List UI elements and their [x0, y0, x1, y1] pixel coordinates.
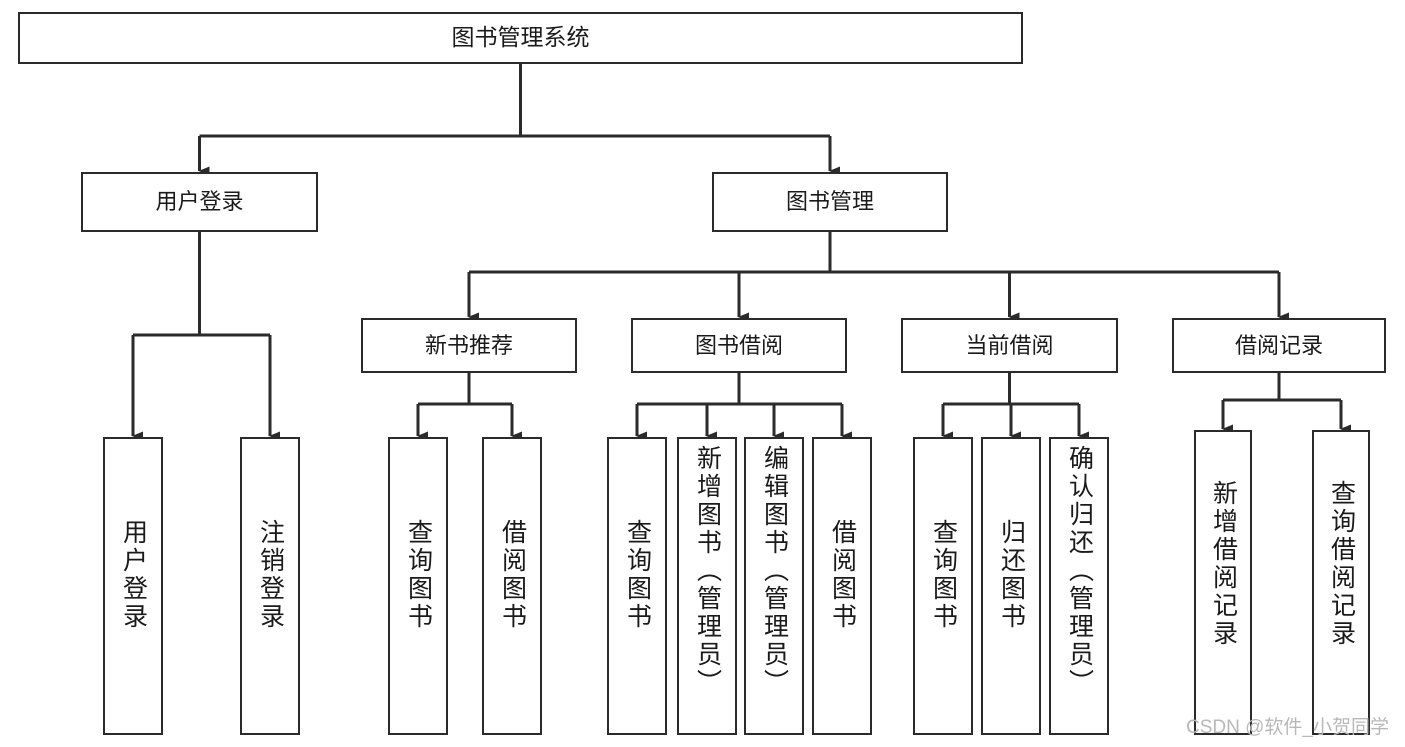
node-label: 借阅图书	[498, 519, 527, 631]
node-new-book-recommend[interactable]: 新书推荐	[361, 318, 577, 373]
node-book-borrow[interactable]: 图书借阅	[631, 318, 847, 373]
node-leaf-query-record[interactable]: 查询借阅记录	[1312, 430, 1370, 735]
node-root[interactable]: 图书管理系统	[18, 12, 1023, 64]
node-current-borrow[interactable]: 当前借阅	[901, 318, 1118, 373]
node-user-login[interactable]: 用户登录	[81, 172, 318, 232]
node-label: 编辑图书（管理员）	[760, 445, 789, 697]
node-leaf-query-book-new[interactable]: 查询图书	[388, 437, 448, 735]
node-label: 新增图书（管理员）	[693, 445, 722, 697]
node-leaf-logout[interactable]: 注销登录	[240, 437, 300, 735]
node-label: 查询图书	[929, 519, 958, 631]
node-leaf-add-record[interactable]: 新增借阅记录	[1194, 430, 1252, 735]
node-book-management[interactable]: 图书管理	[712, 172, 948, 232]
node-label: 确认归还（管理员）	[1065, 445, 1094, 697]
node-borrow-record[interactable]: 借阅记录	[1172, 318, 1386, 373]
node-label: 新书推荐	[424, 332, 513, 358]
node-label: 注销登录	[256, 519, 285, 631]
node-label: 借阅图书	[828, 519, 857, 631]
node-label: 图书管理	[785, 189, 874, 215]
node-label: 借阅记录	[1234, 332, 1323, 358]
node-label: 用户登录	[119, 519, 148, 631]
node-leaf-confirm-return[interactable]: 确认归还（管理员）	[1049, 437, 1109, 735]
node-label: 归还图书	[997, 519, 1026, 631]
node-leaf-add-book[interactable]: 新增图书（管理员）	[677, 437, 737, 735]
node-label: 图书管理系统	[451, 24, 590, 51]
node-leaf-borrow-book-new[interactable]: 借阅图书	[482, 437, 542, 735]
node-leaf-edit-book[interactable]: 编辑图书（管理员）	[744, 437, 804, 735]
node-leaf-query-book-current[interactable]: 查询图书	[913, 437, 973, 735]
node-label: 新增借阅记录	[1209, 480, 1238, 648]
node-label: 查询借阅记录	[1327, 480, 1356, 648]
node-leaf-query-book-borrow[interactable]: 查询图书	[607, 437, 667, 735]
node-label: 查询图书	[623, 519, 652, 631]
node-leaf-return-book[interactable]: 归还图书	[981, 437, 1041, 735]
csdn-watermark: CSDN @软件_小贺同学	[1186, 717, 1389, 738]
node-label: 查询图书	[404, 519, 433, 631]
node-label: 图书借阅	[694, 332, 783, 358]
node-label: 当前借阅	[965, 332, 1054, 358]
node-leaf-borrow-book[interactable]: 借阅图书	[812, 437, 872, 735]
node-label: 用户登录	[155, 189, 244, 215]
node-leaf-user-login[interactable]: 用户登录	[103, 437, 163, 735]
